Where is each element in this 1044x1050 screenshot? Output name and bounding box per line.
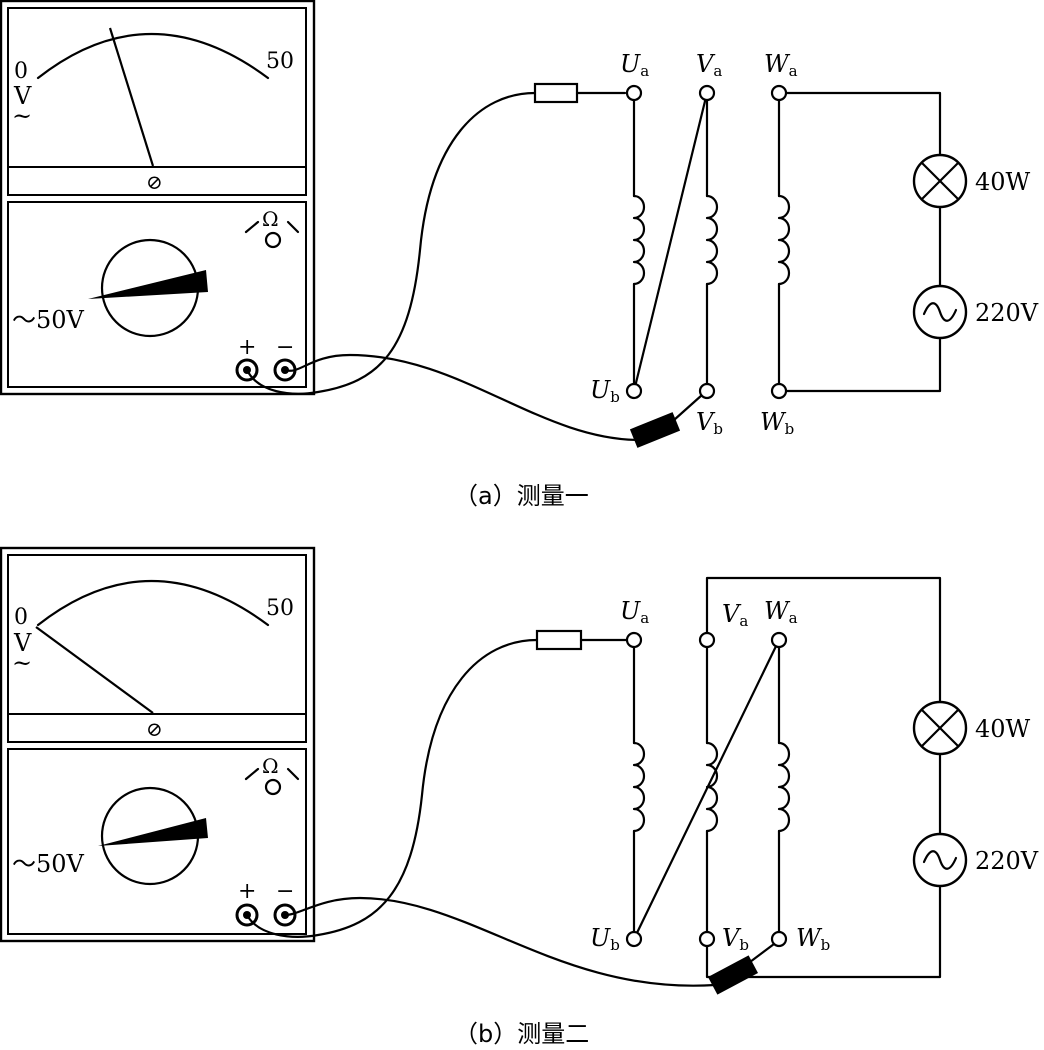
terminal-ua[interactable] <box>625 84 643 102</box>
probe-tip-minus[interactable] <box>707 955 759 995</box>
plus-label: + <box>238 879 256 904</box>
probe-lead-plus <box>245 91 537 395</box>
winding-u <box>632 741 646 833</box>
ohm-arrow-left-icon <box>244 767 260 781</box>
meter-needle <box>108 27 155 167</box>
zero-adjust-icon[interactable]: ⊘ <box>146 717 163 741</box>
ac-source-icon <box>912 832 968 888</box>
meter-scale-arc <box>36 33 270 80</box>
minus-label: − <box>276 335 294 360</box>
terminal-wb[interactable] <box>770 930 788 948</box>
ac-symbol: ~ <box>12 102 32 130</box>
meter-dial-window <box>7 7 307 196</box>
label-ub: Ub <box>590 924 620 954</box>
ac-source-icon <box>912 284 968 340</box>
caption-b: （b）测量二 <box>454 1020 589 1048</box>
scale-max-label: 50 <box>266 596 294 621</box>
scale-max-label: 50 <box>266 49 294 74</box>
terminal-wa[interactable] <box>770 631 788 649</box>
range-label: ～50V <box>12 306 85 334</box>
label-wa: Wa <box>764 50 798 80</box>
label-va: Va <box>696 50 722 80</box>
ohm-label: Ω <box>262 754 279 778</box>
terminal-ub[interactable] <box>625 382 643 400</box>
source-label: 220V <box>975 299 1039 327</box>
range-pointer <box>98 818 208 846</box>
lamp-label: 40W <box>975 168 1031 196</box>
jumper-ub-wa <box>632 638 781 941</box>
label-wb: Wb <box>760 408 794 438</box>
jumper-ub-va <box>632 91 709 393</box>
ohm-arrow-right-icon <box>286 220 300 234</box>
label-vb: Vb <box>722 924 749 954</box>
label-wb: Wb <box>796 924 830 954</box>
plus-label: + <box>238 335 256 360</box>
meter-dial-window <box>7 554 307 743</box>
unit-label: V <box>13 82 32 110</box>
meter-scale-arc <box>36 580 270 627</box>
terminal-vb[interactable] <box>698 382 716 400</box>
lamp-icon <box>912 700 968 756</box>
unit-label: V <box>13 629 32 657</box>
terminal-vb[interactable] <box>698 930 716 948</box>
probe-lead-minus <box>283 353 642 442</box>
source-label: 220V <box>975 847 1039 875</box>
range-pointer <box>88 270 208 299</box>
terminal-va[interactable] <box>698 631 716 649</box>
ohm-label: Ω <box>262 207 279 231</box>
terminal-va[interactable] <box>698 84 716 102</box>
scale-min-label: 0 <box>14 59 28 84</box>
multimeter-a: 0 50 V ~ ⊘ ～50V Ω + − <box>0 0 316 396</box>
range-label: ～50V <box>12 850 85 878</box>
minus-label: − <box>276 879 294 904</box>
zero-adjust-icon[interactable]: ⊘ <box>146 170 163 194</box>
ohm-adjust-knob[interactable] <box>264 231 282 249</box>
meter-needle <box>35 626 154 714</box>
terminal-ub[interactable] <box>625 930 643 948</box>
ohm-arrow-left-icon <box>244 220 260 234</box>
probe-lead-minus <box>283 896 717 987</box>
probe-tip-plus[interactable] <box>535 629 583 651</box>
probe-tip-plus[interactable] <box>533 82 579 104</box>
winding-v <box>705 194 719 286</box>
ac-symbol: ~ <box>12 649 32 677</box>
ohm-arrow-right-icon <box>286 767 300 781</box>
winding-w <box>777 741 791 833</box>
multimeter-b: 0 50 V ~ ⊘ ～50V Ω + − <box>0 546 316 943</box>
panel-a: 0 50 V ~ ⊘ ～50V Ω + − <box>0 0 1039 510</box>
label-vb: Vb <box>696 408 723 438</box>
terminal-ua[interactable] <box>625 631 643 649</box>
scale-min-label: 0 <box>14 605 28 630</box>
caption-a: （a）测量一 <box>454 482 589 510</box>
panel-b: 0 50 V ~ ⊘ ～50V Ω + − <box>0 546 1039 1048</box>
label-ua: Ua <box>620 597 649 627</box>
winding-w <box>777 194 791 286</box>
label-wa: Wa <box>764 597 798 627</box>
probe-tip-minus[interactable] <box>629 412 681 448</box>
label-ua: Ua <box>620 50 649 80</box>
lamp-icon <box>912 153 968 209</box>
lamp-label: 40W <box>975 715 1031 743</box>
probe-lead-plus <box>245 638 539 938</box>
label-ub: Ub <box>590 376 620 406</box>
terminal-wb[interactable] <box>770 382 788 400</box>
winding-u <box>632 194 646 286</box>
terminal-wa[interactable] <box>770 84 788 102</box>
ohm-adjust-knob[interactable] <box>264 778 282 796</box>
label-va: Va <box>722 600 748 630</box>
